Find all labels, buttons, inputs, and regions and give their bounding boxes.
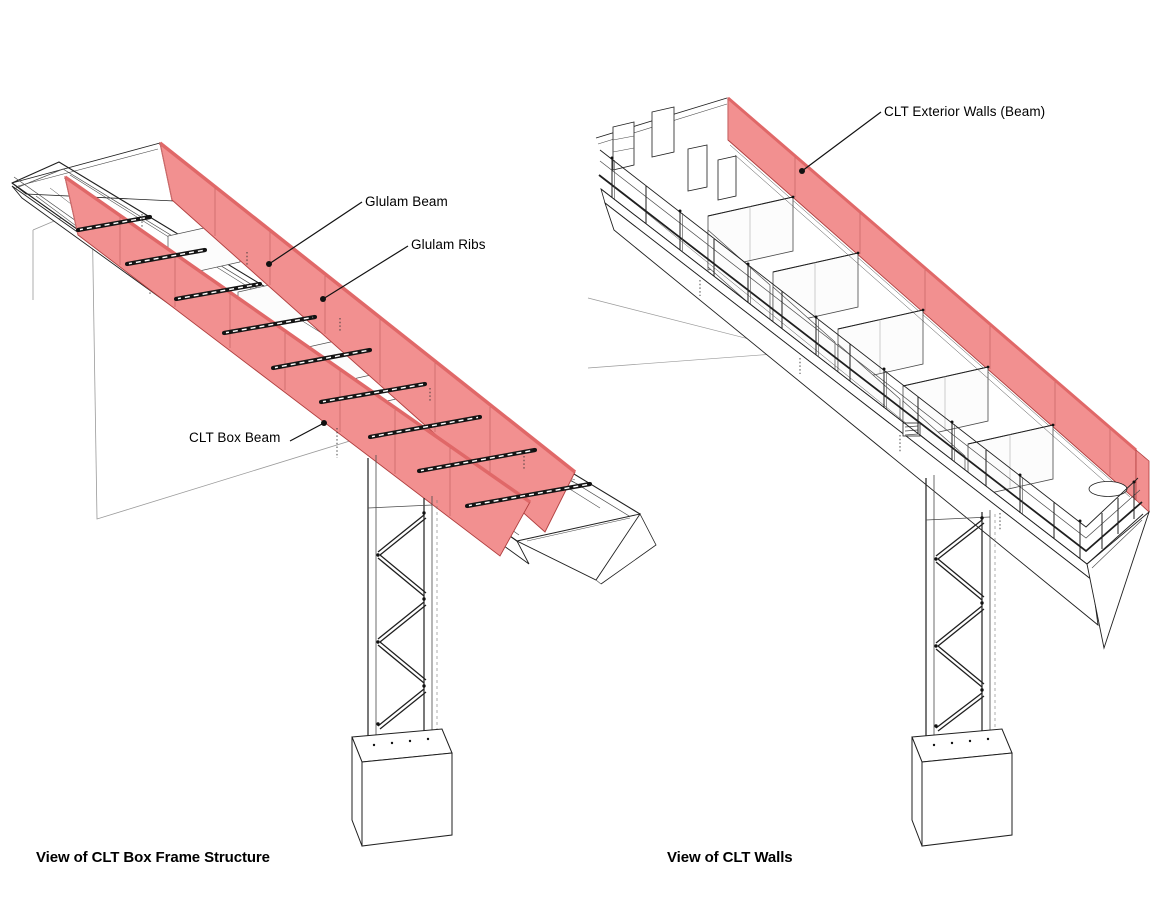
label-glulam-ribs: Glulam Ribs: [411, 237, 486, 252]
leader-glulam-ribs: [320, 245, 409, 302]
figure-clt-box-frame: [11, 141, 657, 847]
concrete-pedestal-left: [351, 728, 453, 847]
label-clt-box-beam: CLT Box Beam: [189, 430, 281, 445]
round-table: [1088, 481, 1128, 497]
box-beam-end-cap: [515, 513, 657, 585]
leader-dot: [321, 420, 327, 426]
leader-clt-exterior-walls: [799, 111, 882, 174]
label-glulam-beam: Glulam Beam: [365, 194, 448, 209]
deck-railing: [598, 149, 1144, 565]
leader-clt-box-beam: [289, 420, 327, 442]
leader-dot: [799, 168, 805, 174]
concrete-pedestal-right: [911, 728, 1013, 847]
caption-clt-walls: View of CLT Walls: [667, 849, 793, 866]
leader-dot: [266, 261, 272, 267]
clt-exterior-wall-highlight: [727, 96, 1150, 513]
clt-partition-walls: [707, 195, 1055, 499]
caption-clt-box-frame: View of CLT Box Frame Structure: [36, 849, 270, 866]
vent-box: [902, 422, 921, 437]
glulam-ribs-bars: [76, 214, 592, 509]
figure-clt-walls: [587, 96, 1150, 847]
wall-floor-junction: [729, 144, 1131, 498]
truss-column-left: [336, 428, 440, 745]
label-clt-exterior-walls: CLT Exterior Walls (Beam): [884, 104, 1046, 119]
leader-glulam-beam: [266, 201, 363, 267]
deck-end-cap: [1086, 510, 1150, 650]
glulam-beam-highlight: [158, 141, 577, 533]
glulam-beam-highlight-near: [63, 175, 532, 557]
leader-dot: [320, 296, 326, 302]
end-closet-panels: [612, 106, 737, 201]
